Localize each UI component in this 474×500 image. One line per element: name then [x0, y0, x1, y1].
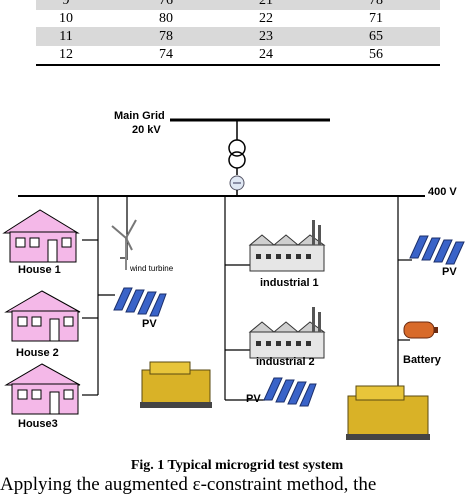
transformer-icon	[228, 139, 246, 169]
table-cell: 74	[159, 47, 173, 62]
wind-turbine-label: wind turbine	[130, 264, 174, 273]
industrial-1-label: industrial 1	[260, 277, 319, 289]
table-row: 10 80 22 71	[36, 9, 440, 28]
table-cell: 65	[369, 29, 383, 44]
generator-left-icon	[140, 361, 212, 408]
pv-panel-left-icon	[113, 287, 167, 317]
table-cell: 78	[159, 29, 173, 44]
diagram-svg	[2, 118, 465, 440]
table-cell: 80	[159, 11, 173, 26]
house-3-icon	[4, 363, 81, 415]
table-cell: 9	[62, 0, 70, 8]
pv-right-label: PV	[442, 266, 457, 278]
table-cell: 76	[159, 0, 173, 8]
table-cell: 11	[59, 29, 73, 44]
meter-icon	[229, 175, 245, 191]
house-1-label: House 1	[18, 264, 61, 276]
pv-bottom-label: PV	[246, 393, 261, 405]
table-cell: 12	[59, 47, 73, 62]
house-1-icon	[2, 209, 80, 263]
microgrid-diagram: Main Grid 20 kV 400 V House 1 House 2 Ho…	[0, 70, 474, 460]
table-cell: 71	[369, 11, 383, 26]
table-row: 12 74 24 56	[36, 45, 440, 64]
table-cell: 10	[59, 11, 73, 26]
house-3-label: House3	[18, 418, 58, 430]
table-cell: 24	[259, 47, 273, 62]
battery-label: Battery	[403, 354, 441, 366]
table-cell: 78	[369, 0, 383, 8]
house-2-icon	[4, 290, 81, 342]
pv-panel-right-icon	[409, 235, 465, 265]
body-text: Applying the augmented ε-constraint meth…	[0, 474, 377, 495]
bus-voltage-label: 400 V	[428, 186, 457, 198]
pv-left-label: PV	[142, 318, 157, 330]
industrial-2-icon	[248, 307, 326, 359]
table-cell: 56	[369, 47, 383, 62]
industrial-1-icon	[248, 220, 326, 272]
table-cell: 23	[259, 29, 273, 44]
table-cell: 21	[259, 0, 273, 8]
industrial-2-label: industrial 2	[256, 356, 315, 368]
figure-caption: Fig. 1 Typical microgrid test system	[130, 458, 344, 473]
table-bottom-rule	[36, 64, 440, 66]
pv-panel-bottom-icon	[263, 377, 317, 407]
grid-voltage-label: 20 kV	[132, 124, 161, 136]
table-row: 9 76 21 78	[36, 0, 440, 10]
main-grid-label: Main Grid	[114, 110, 165, 122]
table-cell: 22	[259, 11, 273, 26]
house-2-label: House 2	[16, 347, 59, 359]
battery-icon	[403, 321, 438, 339]
generator-right-icon	[346, 385, 430, 440]
table-row: 11 78 23 65	[36, 27, 440, 46]
wind-turbine-icon	[111, 219, 137, 270]
